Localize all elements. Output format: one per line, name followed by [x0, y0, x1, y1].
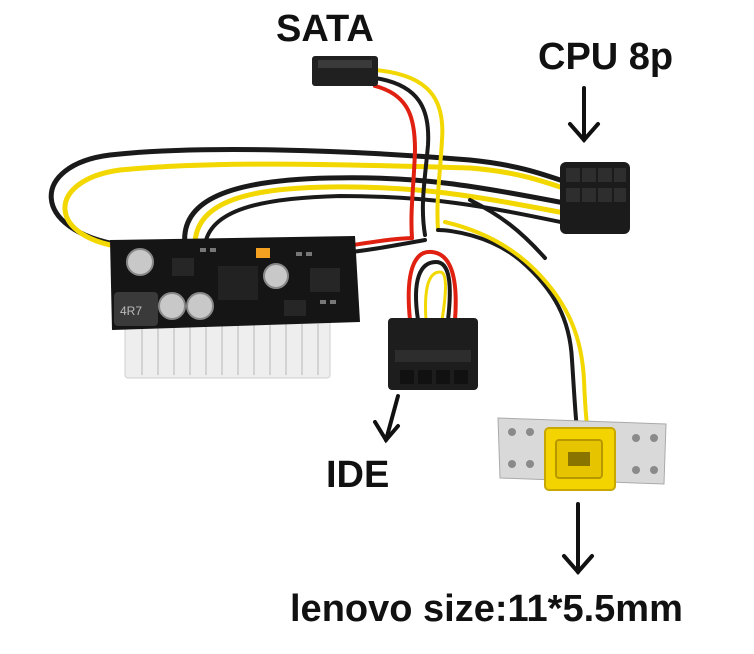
ide-arrow — [373, 394, 400, 444]
lenovo-dc-jack — [497, 417, 667, 491]
cpu-8pin-connector — [560, 162, 630, 234]
arrow-down-icon — [373, 394, 400, 444]
arrow-down-icon — [568, 86, 600, 144]
pico-psu-board: 4R7 — [110, 236, 360, 379]
ide-label: IDE — [326, 454, 390, 496]
lenovo-arrow — [562, 502, 594, 576]
cpu-8p-label: CPU 8p — [538, 36, 674, 78]
cpu-arrow — [568, 86, 600, 144]
ide-molex-connector — [388, 318, 478, 390]
sata-connector — [312, 56, 378, 86]
lenovo-size-label: lenovo size:11*5.5mm — [290, 588, 683, 630]
arrow-down-icon — [562, 502, 594, 576]
svg-text:4R7: 4R7 — [120, 304, 142, 318]
sata-label: SATA — [276, 8, 374, 50]
